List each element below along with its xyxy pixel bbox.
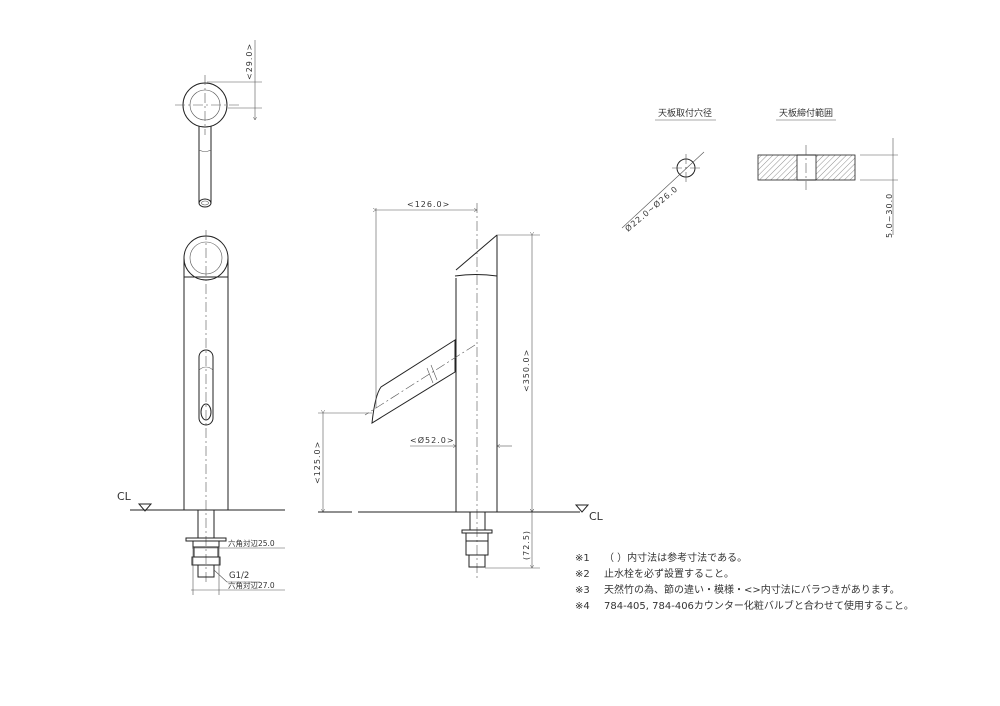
- hole-dim: Ø22.0~Ø26.0: [623, 183, 680, 233]
- side-view: <126.0> <350.0> <125.0> <Ø52.0> CL (72.5…: [313, 200, 604, 580]
- mounting-hole-detail: 天板取付穴径 Ø22.0~Ø26.0: [621, 107, 716, 234]
- dim-125: <125.0>: [313, 441, 322, 484]
- note-text: 止水栓を必ず設置すること。: [604, 567, 734, 580]
- note-mark: ※4: [575, 601, 590, 612]
- note-text: 784-405, 784-406カウンター化粧バルブと合わせて使用すること。: [604, 599, 914, 612]
- counter-thickness-detail: 天板締付範囲 5.0~30.0: [757, 107, 898, 238]
- front-top-view: <29.0>: [175, 40, 262, 208]
- thickness-dim: 5.0~30.0: [885, 193, 894, 238]
- notes: ※1 （ ）内寸法は参考寸法である。 ※2 止水栓を必ず設置すること。 ※3 天…: [575, 551, 914, 612]
- cl-triangle-icon: [137, 503, 153, 512]
- hex-25-label: 六角対辺25.0: [228, 538, 275, 548]
- dim-diameter-52: <Ø52.0>: [410, 435, 455, 445]
- note-text: 天然竹の為、節の違い・模様・<>内寸法にバラつきがあります。: [604, 583, 900, 596]
- note-mark: ※2: [575, 569, 590, 580]
- note-mark: ※3: [575, 585, 590, 596]
- hole-title: 天板取付穴径: [658, 107, 712, 119]
- dim-29: <29.0>: [245, 43, 254, 80]
- front-body-view: CL 六角対辺25.0 G1/2 六角対辺27.0: [117, 230, 285, 595]
- dim-350: <350.0>: [522, 349, 531, 392]
- note-text: （ ）内寸法は参考寸法である。: [604, 551, 747, 564]
- dim-72-5: (72.5): [522, 530, 531, 560]
- hex-27-label: 六角対辺27.0: [228, 580, 275, 590]
- thread-label: G1/2: [229, 571, 249, 581]
- cl-label-front: CL: [117, 490, 132, 503]
- thickness-title: 天板締付範囲: [779, 107, 833, 119]
- dim-126: <126.0>: [407, 200, 450, 209]
- note-mark: ※1: [575, 553, 590, 564]
- cl-label-side: CL: [589, 510, 604, 523]
- cl-triangle-icon: [574, 504, 590, 513]
